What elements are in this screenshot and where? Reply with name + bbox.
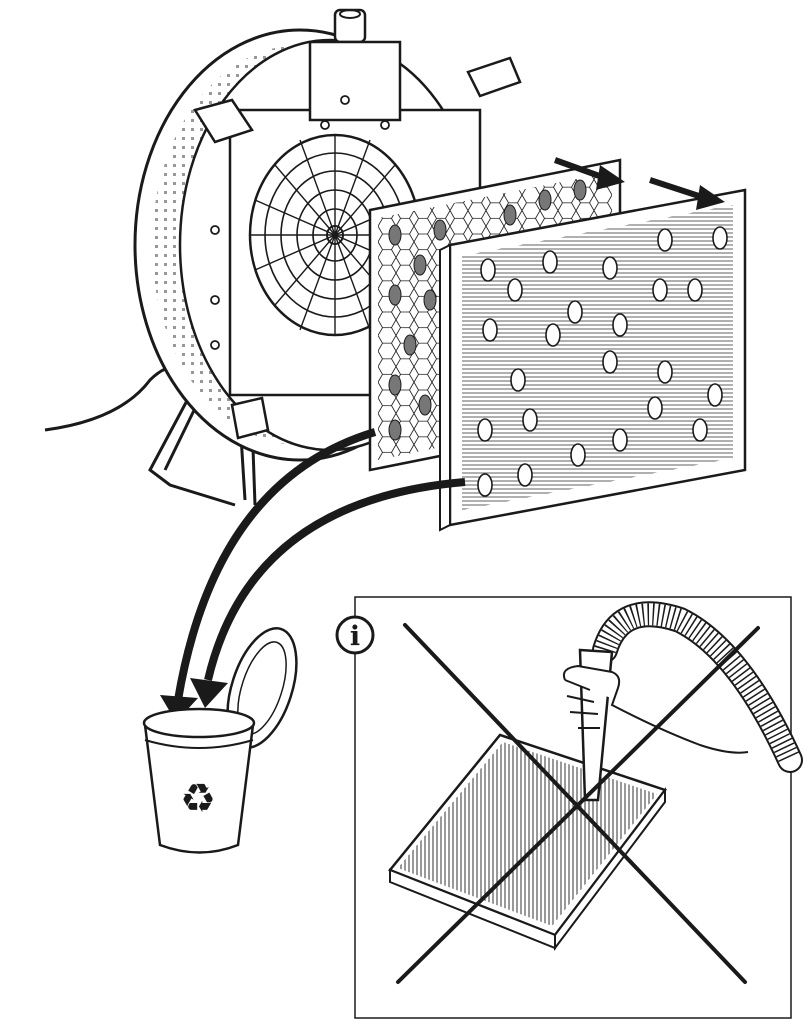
carbon-granule-icon xyxy=(388,179,587,441)
info-icon xyxy=(335,615,375,655)
clip-icon xyxy=(193,56,522,440)
disposal-arrow-icon xyxy=(174,428,466,701)
recycle-icon: ♻ xyxy=(180,776,216,822)
info-panel: i xyxy=(335,596,803,1019)
info-symbol: i xyxy=(350,621,360,652)
recycle-bin: ♻ xyxy=(142,627,298,854)
hand-icon xyxy=(562,664,749,754)
prohibited-cross-icon xyxy=(396,623,760,984)
particle-icon xyxy=(477,226,728,497)
hepa-filter xyxy=(439,188,747,532)
removal-arrow-icon xyxy=(553,157,725,210)
